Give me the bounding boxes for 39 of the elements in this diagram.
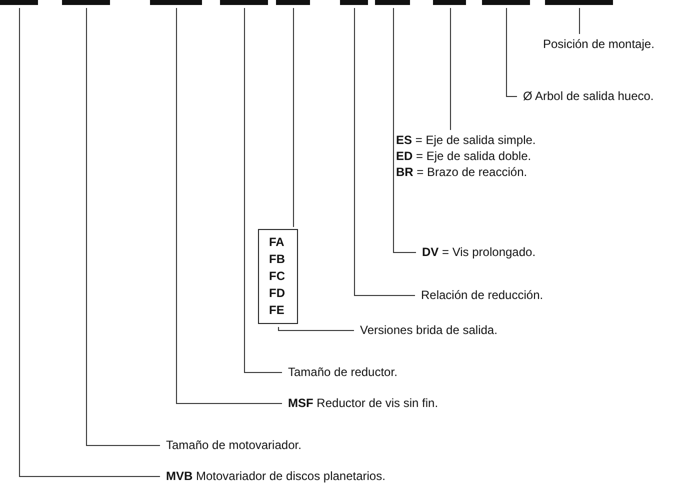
callout-text: ED = Eje de salida doble. <box>396 148 532 164</box>
callout-text: Tamaño de motovariador. <box>166 437 302 453</box>
callout-text: MSF Reductor de vis sin fin. <box>288 395 438 411</box>
callout-text: ES = Eje de salida simple. <box>396 132 536 148</box>
code-text: FE <box>269 302 285 319</box>
leader-line <box>393 8 416 253</box>
callout-text: BR = Brazo de reacción. <box>396 164 528 180</box>
code-slot-bar <box>545 0 613 5</box>
leader-line <box>176 8 282 404</box>
leader-line <box>579 8 580 34</box>
callout-text: DV = Vis prolongado. <box>422 244 536 260</box>
callout-text: MVB Motovariador de discos planetarios. <box>166 468 386 484</box>
leader-line <box>450 8 451 130</box>
leader-line <box>86 8 160 446</box>
leader-line <box>278 326 354 331</box>
code-slot-bar <box>0 0 38 5</box>
code-slot-bar <box>276 0 310 5</box>
leader-line <box>354 8 416 296</box>
code-box <box>258 229 298 324</box>
callout-text: Ø Arbol de salida hueco. <box>523 88 654 104</box>
code-slot-bar <box>62 0 110 5</box>
leader-line <box>244 8 282 373</box>
leader-line <box>506 8 518 97</box>
code-slot-bar <box>375 0 410 5</box>
code-slot-bar <box>340 0 368 5</box>
code-slot-bar <box>150 0 202 5</box>
code-slot-bar <box>220 0 268 5</box>
code-text: FB <box>269 251 285 268</box>
code-text: FA <box>269 234 285 251</box>
code-text: FD <box>269 285 285 302</box>
leader-line <box>293 8 294 228</box>
callout-text: Relación de reducción. <box>421 287 544 303</box>
code-text: FC <box>269 268 285 285</box>
callout-text: Tamaño de reductor. <box>288 364 398 380</box>
code-slot-bar <box>433 0 466 5</box>
leader-line <box>19 8 160 477</box>
callout-text: Posición de montaje. <box>543 36 654 52</box>
callout-text: Versiones brida de salida. <box>360 322 498 338</box>
code-slot-bar <box>482 0 530 5</box>
